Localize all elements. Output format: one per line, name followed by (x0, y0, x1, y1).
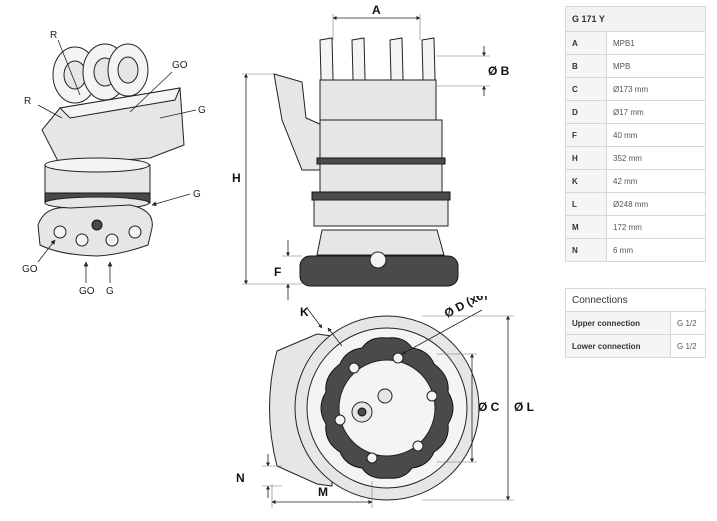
spec-key: K (565, 169, 607, 193)
spec-value: Ø248 mm (606, 192, 706, 216)
connection-row: Upper connection G 1/2 (565, 311, 706, 335)
rotator-lugs (52, 43, 149, 104)
callout-go-top: GO (172, 60, 188, 71)
spec-row: K 42 mm (565, 169, 706, 193)
spec-value: 352 mm (606, 146, 706, 170)
connection-key: Upper connection (565, 311, 671, 335)
spec-key: M (565, 215, 607, 239)
spec-value: 6 mm (606, 238, 706, 262)
side-lugs (319, 37, 437, 121)
callout-g-right-lower: G (193, 189, 201, 200)
callout-g-bottom: G (106, 286, 114, 297)
callout-r-left: R (24, 96, 31, 107)
connections-table: Connections Upper connection G 1/2 Lower… (565, 288, 706, 358)
dim-label-b: Ø B (488, 64, 510, 78)
top-bolt-holes (334, 352, 438, 464)
callout-go-bottom-left: GO (22, 264, 38, 275)
spec-value: MPB (606, 54, 706, 78)
connections-table-header: Connections (565, 288, 706, 312)
dim-label-f: F (274, 265, 281, 279)
rotator-flange (37, 204, 153, 257)
callout-leader (129, 71, 173, 113)
spec-row: D Ø17 mm (565, 100, 706, 124)
spec-table-header: G 171 Y (565, 6, 706, 32)
spec-value: 42 mm (606, 169, 706, 193)
spec-key: C (565, 77, 607, 101)
spec-key: B (565, 54, 607, 78)
rotator-housing (44, 157, 151, 210)
side-view-drawing: A Ø B H F (232, 3, 510, 300)
spec-row: A MPB1 (565, 31, 706, 55)
spec-table: G 171 Y A MPB1 B MPB C Ø173 mm D Ø17 mm … (565, 6, 706, 262)
dim-label-l: Ø L (514, 400, 534, 414)
spec-row: M 172 mm (565, 215, 706, 239)
callout-leader (159, 109, 197, 119)
spec-row: C Ø173 mm (565, 77, 706, 101)
callout-leader (57, 39, 81, 96)
side-wing (273, 73, 323, 171)
connections-table-title: Connections (565, 288, 706, 312)
dim-label-a: A (372, 3, 381, 17)
callout-go-bottom: GO (79, 286, 95, 297)
spec-value: Ø173 mm (606, 77, 706, 101)
side-rotator (316, 229, 445, 256)
rotator-illustration: R R GO G G GO GO G (22, 30, 206, 297)
spec-key: F (565, 123, 607, 147)
spec-row: N 6 mm (565, 238, 706, 262)
dim-label-h: H (232, 171, 241, 185)
callout-r-top: R (50, 30, 57, 41)
dim-label-d: Ø D (x6) (442, 296, 489, 321)
callout-arrow (151, 193, 191, 207)
spec-key: A (565, 31, 607, 55)
callout-g-right-upper: G (198, 105, 206, 116)
spec-table-title: G 171 Y (565, 6, 706, 32)
side-yoke-body (319, 119, 443, 163)
spec-key: D (565, 100, 607, 124)
dim-label-n: N (236, 471, 245, 485)
spec-value: 172 mm (606, 215, 706, 239)
spec-value: Ø17 mm (606, 100, 706, 124)
callout-arrow (37, 239, 56, 263)
connection-key: Lower connection (565, 334, 671, 358)
spec-key: N (565, 238, 607, 262)
callout-leader (37, 104, 63, 119)
top-view-drawing: K Ø D (x6) Ø C Ø L N M (236, 296, 534, 508)
dim-label-k: K (300, 305, 309, 319)
spec-key: H (565, 146, 607, 170)
connection-row: Lower connection G 1/2 (565, 334, 706, 358)
spec-value: 40 mm (606, 123, 706, 147)
connection-value: G 1/2 (670, 311, 706, 335)
spec-key: L (565, 192, 607, 216)
dim-label-m: M (318, 485, 328, 499)
spec-row: B MPB (565, 54, 706, 78)
spec-row: F 40 mm (565, 123, 706, 147)
dim-label-c: Ø C (478, 400, 500, 414)
spec-row: L Ø248 mm (565, 192, 706, 216)
connection-value: G 1/2 (670, 334, 706, 358)
spec-value: MPB1 (606, 31, 706, 55)
spec-row: H 352 mm (565, 146, 706, 170)
